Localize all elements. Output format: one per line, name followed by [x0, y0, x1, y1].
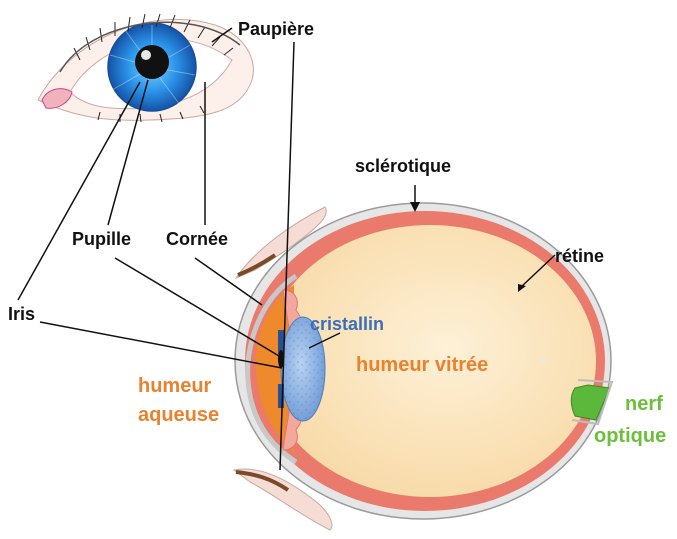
- label-humeur-aqueuse-2: aqueuse: [138, 404, 219, 426]
- external-eye: [38, 14, 253, 122]
- label-nerf: nerf: [625, 393, 663, 415]
- label-humeur-vitree: humeur vitrée: [356, 354, 488, 376]
- label-iris: Iris: [8, 304, 35, 324]
- label-paupiere: Paupière: [238, 19, 314, 39]
- external-pupil: [135, 45, 169, 79]
- label-humeur-aqueuse-1: humeur: [138, 375, 212, 397]
- label-retine: rétine: [555, 246, 604, 266]
- label-cornee: Cornée: [166, 229, 228, 249]
- label-cristallin: cristallin: [310, 314, 384, 334]
- label-optique: optique: [594, 425, 666, 447]
- label-pupille: Pupille: [72, 229, 131, 249]
- label-sclerotique: sclérotique: [355, 156, 451, 176]
- pupil-highlight: [141, 50, 151, 60]
